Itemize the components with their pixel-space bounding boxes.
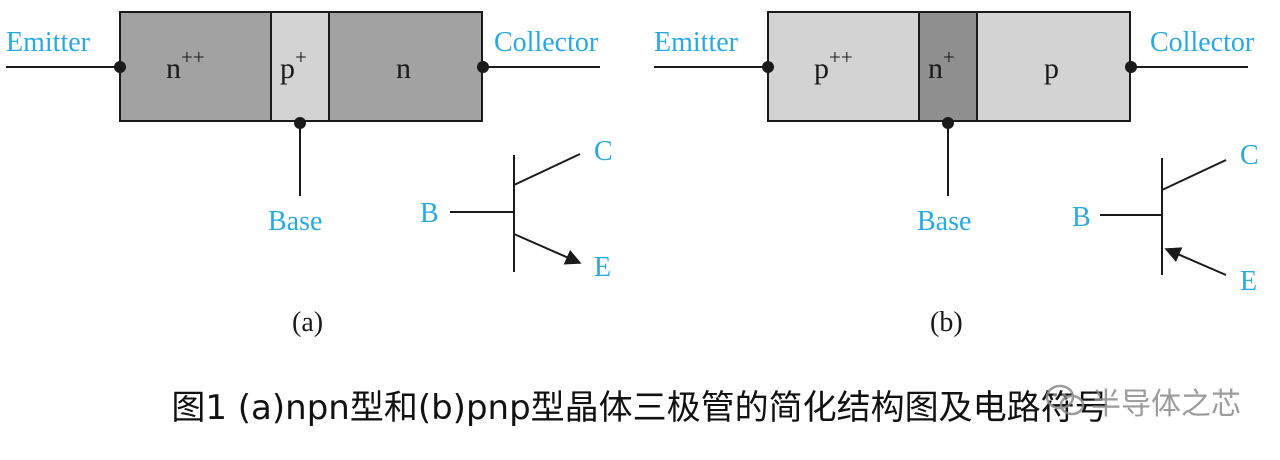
pnp-symbol: B C E xyxy=(1072,140,1259,297)
symbol-collector-line-b xyxy=(1161,159,1227,191)
symbol-e-label-a: E xyxy=(594,252,611,283)
base-contact-b xyxy=(942,117,954,129)
base-region-a xyxy=(270,11,330,122)
emitter-region-b xyxy=(767,11,920,122)
watermark: 半导体之芯 xyxy=(1045,378,1245,424)
region-label-a-0: n++ xyxy=(166,45,205,85)
region-label-b-0: p++ xyxy=(814,45,853,85)
symbol-c-label-a: C xyxy=(594,136,613,167)
watermark-text: 半导体之芯 xyxy=(1091,387,1241,422)
symbol-b-label-b: B xyxy=(1072,202,1091,233)
base-contact-a xyxy=(294,117,306,129)
symbol-emitter-arrow-b xyxy=(1164,247,1227,276)
panel-tag-a: (a) xyxy=(292,307,323,338)
emitter-label-b: Emitter xyxy=(654,27,739,58)
npn-symbol: B C E xyxy=(420,136,613,283)
base-region-b xyxy=(918,11,978,122)
panel-b: p++ n+ p Emitter Collector Base B C E (b… xyxy=(654,11,1259,338)
region-label-a-1: p+ xyxy=(280,45,307,85)
collector-contact-a xyxy=(477,61,489,73)
figure-caption: 图1 (a)npn型和(b)pnp型晶体三极管的简化结构图及电路符号 xyxy=(171,388,1109,428)
symbol-collector-line-a xyxy=(513,153,581,186)
symbol-e-label-b: E xyxy=(1240,266,1257,297)
symbol-b-label-a: B xyxy=(420,198,439,229)
region-label-a-2: n xyxy=(396,52,411,85)
panel-tag-b: (b) xyxy=(930,307,963,338)
collector-label-a: Collector xyxy=(494,27,599,58)
collector-label-b: Collector xyxy=(1150,27,1255,58)
emitter-label-a: Emitter xyxy=(6,27,91,58)
symbol-emitter-arrow-a xyxy=(513,233,582,265)
base-label-a: Base xyxy=(268,206,322,237)
emitter-region-a xyxy=(119,11,272,122)
symbol-c-label-b: C xyxy=(1240,140,1259,171)
base-label-b: Base xyxy=(917,206,971,237)
collector-contact-b xyxy=(1125,61,1137,73)
wechat-icon xyxy=(1045,383,1085,419)
collector-region-a xyxy=(328,11,483,122)
panel-a: n++ p+ n Emitter Collector Base B C E (a… xyxy=(6,11,613,338)
emitter-contact-b xyxy=(762,61,774,73)
region-label-b-2: p xyxy=(1044,52,1059,85)
emitter-contact-a xyxy=(114,61,126,73)
region-label-b-1: n+ xyxy=(928,45,955,85)
